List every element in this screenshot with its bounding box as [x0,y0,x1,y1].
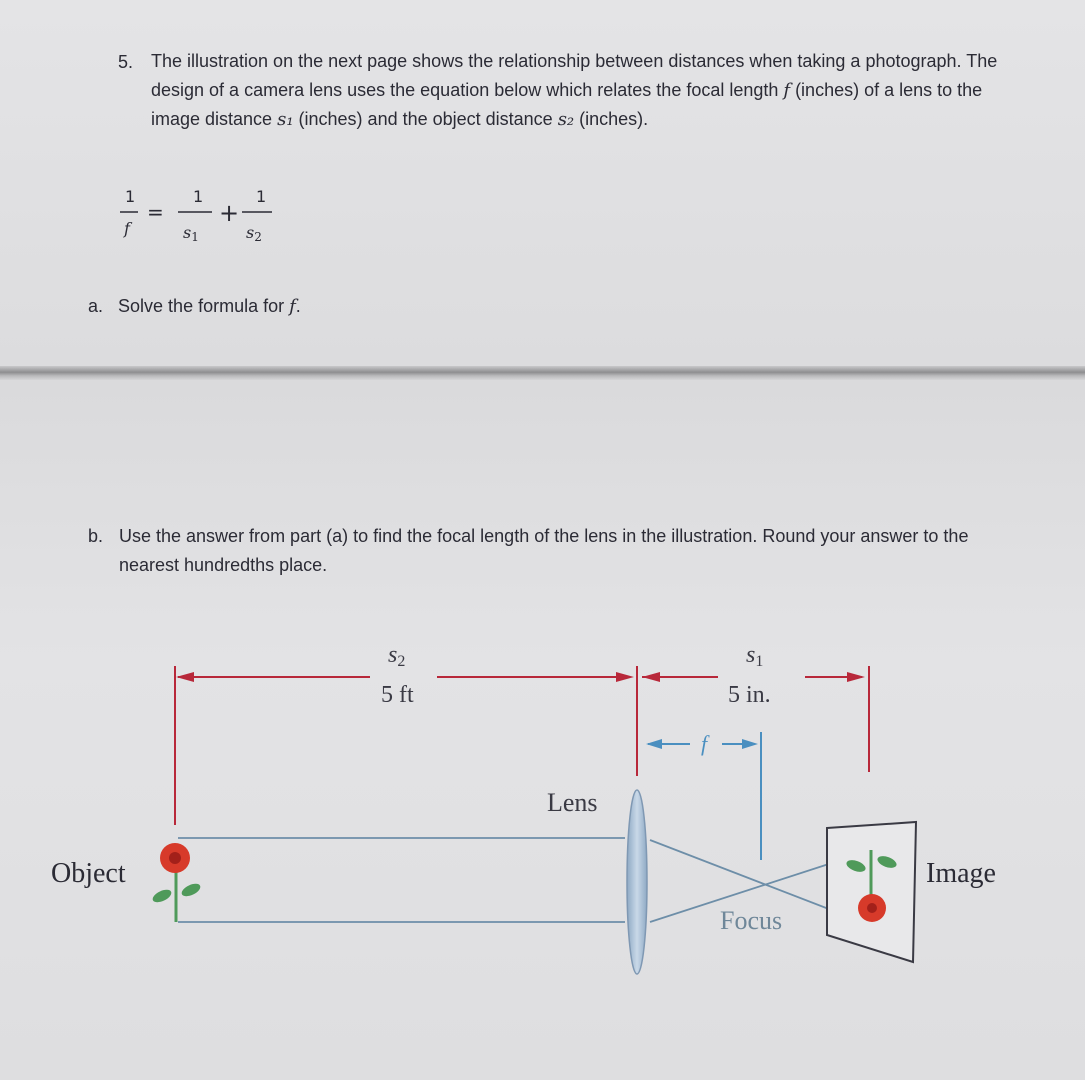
formula-lhs-denominator: f [123,219,133,238]
object-leaf-right [181,883,201,897]
object-leaf-left [152,889,172,903]
formula-plus: + [219,199,239,227]
worksheet-bottom-page [0,380,1085,1080]
formula-rhs1-numerator: 1 [193,188,203,206]
image-bloom-center [867,903,877,913]
problem-text-2: (inches) of a lens to the image distance [151,80,983,129]
formula-equals: = [147,200,164,224]
s2-label-sub: 2 [397,653,405,670]
focal-length-dimension [646,732,762,860]
s1-label-var: s [746,642,755,668]
var-s1: s₁ [277,109,294,130]
formula-rhs2-denominator: s2 [246,223,262,244]
formula-rhs1-denominator: s1 [183,223,199,244]
part-b-label: b. [88,526,104,546]
s2-label-var: s [388,642,397,668]
s2-left-arrow [176,672,194,682]
formula-rhs1-var: s [183,223,191,242]
focal-label: f [701,731,710,756]
var-f: f [783,80,791,101]
part-a-text: Solve the formula for [118,296,290,316]
lens-illustration: s2 5 ft s1 5 in. f Lens Focus Object [51,642,996,975]
s1-value: 5 in. [728,682,771,708]
object-label: Object [51,858,126,889]
image-leaf-left [846,860,866,872]
problem-statement: The illustration on the next page shows … [151,47,1011,134]
problem-text-1: The illustration on the next page shows … [151,51,998,100]
flower-icon [152,843,201,922]
var-s2: s₂ [557,109,575,130]
s2-dimension [174,666,638,825]
lens-label: Lens [547,788,598,817]
focus-label: Focus [720,906,782,935]
part-b-question: Use the answer from part (a) to find the… [119,526,969,575]
focal-right-arrow [742,739,758,749]
s1-dimension [642,666,870,772]
focal-left-arrow [646,739,662,749]
problem-number: 5. [118,52,134,72]
problem-text-3: (inches) and the object distance [293,109,558,129]
worksheet-top-page [0,0,1085,372]
lens-shape [626,789,648,975]
s1-label: s1 [746,642,763,670]
formula-lhs-numerator: 1 [125,188,135,206]
problem-text-4: (inches). [574,109,649,129]
formula-rhs2-var: s [246,223,254,242]
s2-value: 5 ft [381,682,414,708]
image-leaf-right [877,856,897,868]
object-bloom-center [169,852,181,864]
image-label: Image [926,858,996,889]
inverted-flower-icon [846,850,897,922]
part-a-question: a. Solve the formula for f. [88,296,301,317]
part-a-end: . [295,296,301,316]
part-a-var: f [289,296,296,317]
formula-rhs1-sub: 1 [191,230,199,244]
s2-label: s2 [388,642,405,670]
part-a-label: a. [88,296,104,316]
s1-label-sub: 1 [755,653,763,670]
formula-rhs2-numerator: 1 [256,188,266,206]
lens-formula: 1 f = 1 s1 + 1 s2 [120,188,272,244]
s2-right-arrow [616,672,634,682]
page-fold-shadow [0,366,1085,380]
s1-left-arrow [642,672,660,682]
formula-rhs2-sub: 2 [254,230,262,244]
s1-right-arrow [847,672,865,682]
